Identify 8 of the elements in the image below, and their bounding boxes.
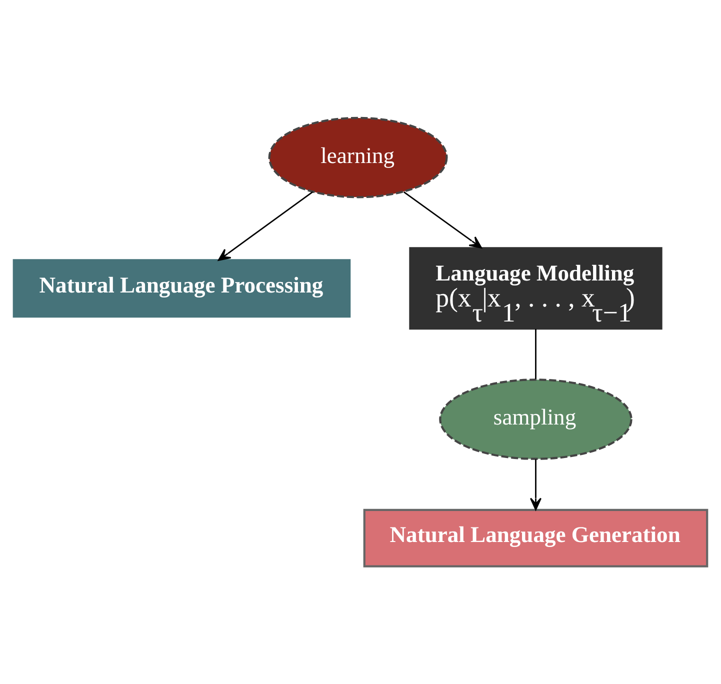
arrow xyxy=(218,191,314,261)
arrow xyxy=(403,191,482,248)
node-ellipse: learning xyxy=(268,116,448,198)
node-ellipse: sampling xyxy=(439,378,632,460)
arrow xyxy=(530,459,542,510)
node-box: Natural Language Processing xyxy=(12,259,351,318)
node-box: Natural Language Generation xyxy=(363,508,708,568)
connector xyxy=(535,328,536,379)
